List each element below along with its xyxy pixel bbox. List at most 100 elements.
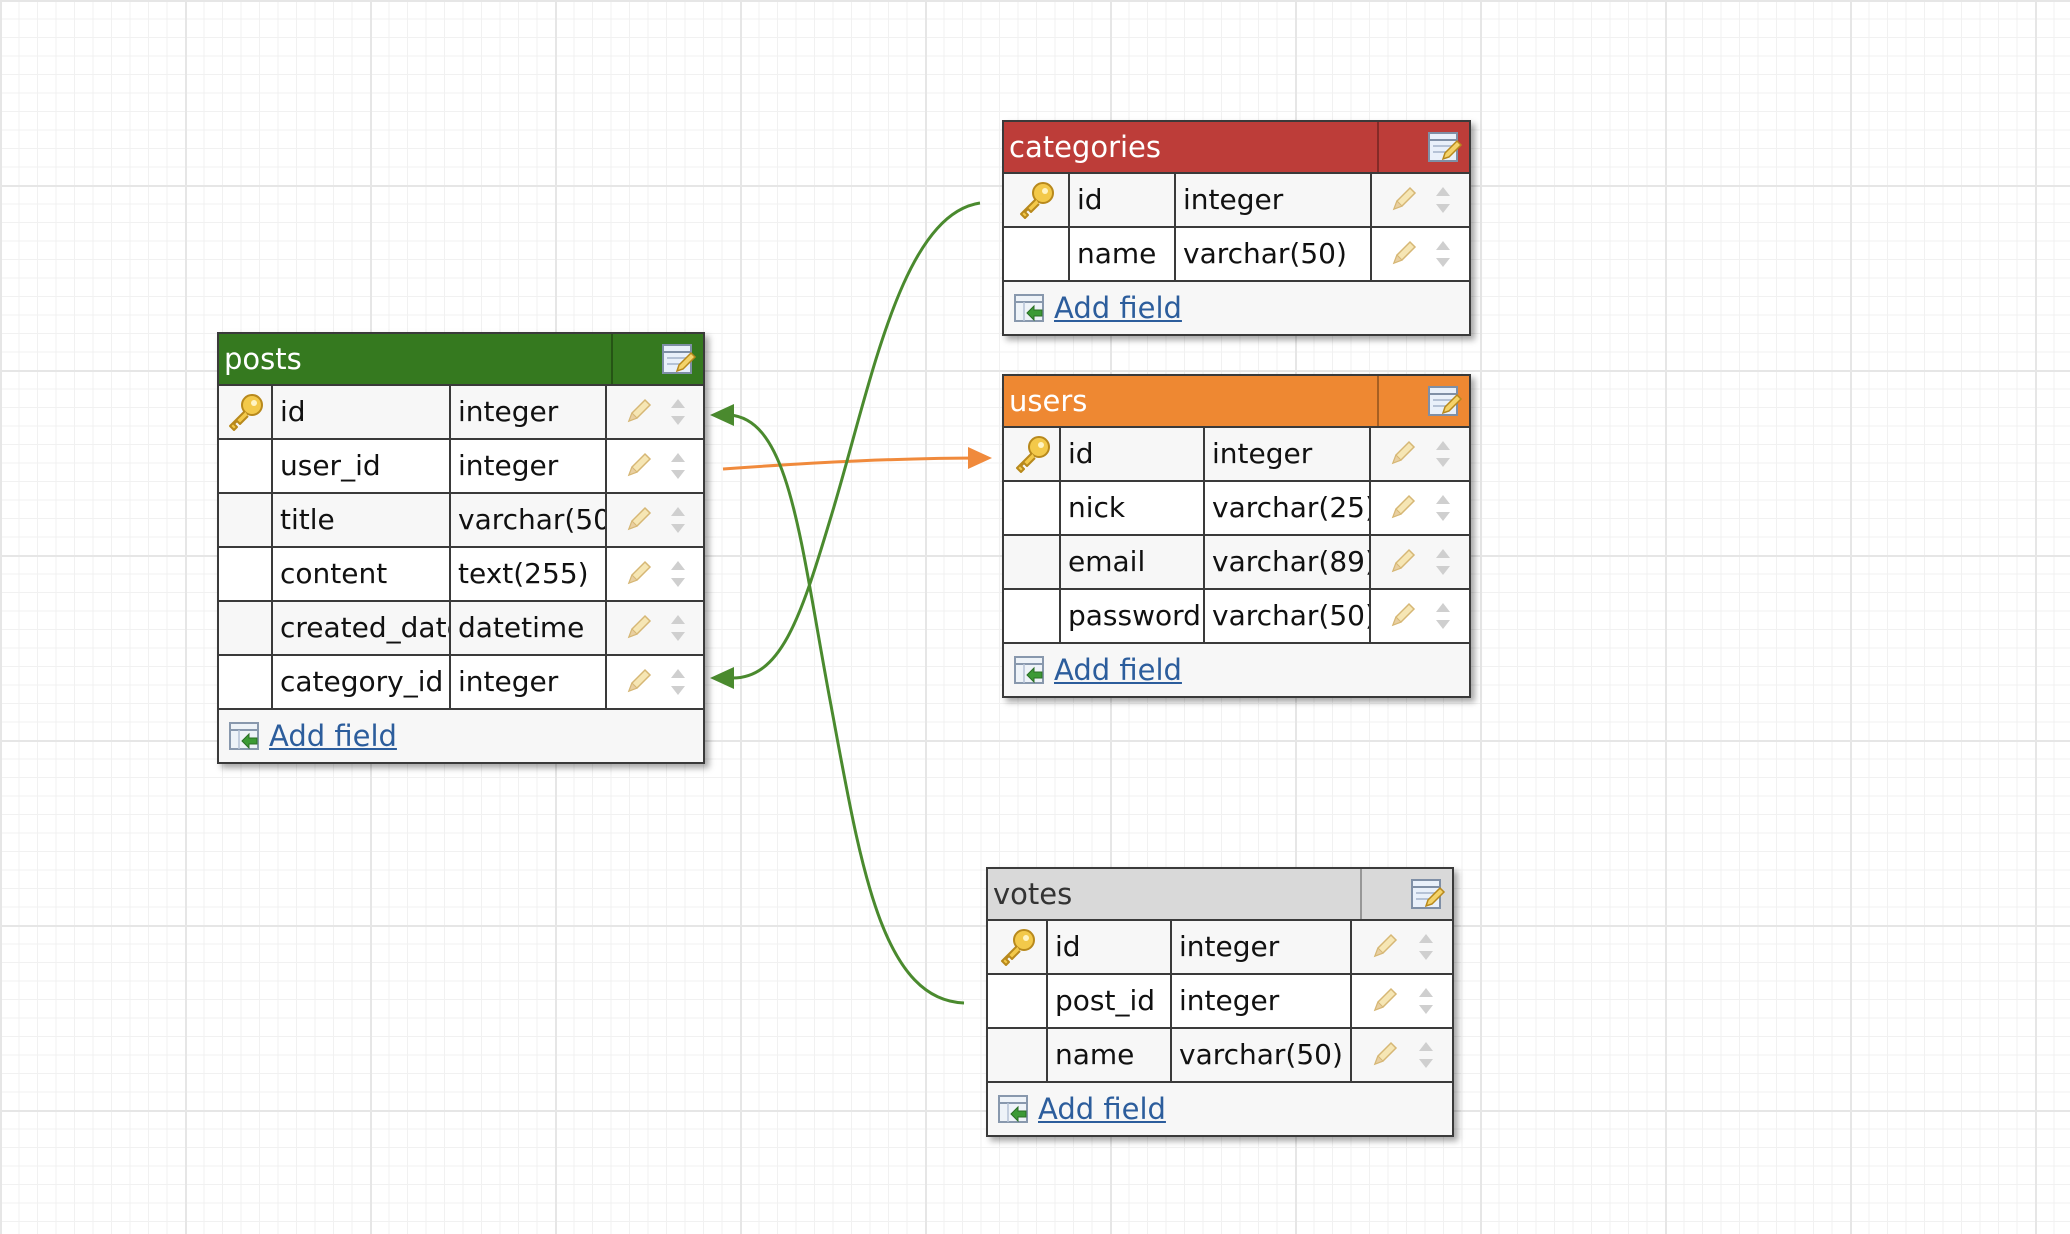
edit-table-icon[interactable] — [1377, 376, 1469, 426]
table-header[interactable]: users — [1004, 376, 1469, 428]
field-name: name — [1048, 1029, 1172, 1081]
field-name: category_id — [273, 656, 451, 708]
pencil-icon[interactable] — [1387, 439, 1417, 469]
pencil-icon[interactable] — [623, 451, 653, 481]
relation-arrowhead-posts-id — [710, 404, 734, 426]
add-field-icon[interactable] — [227, 719, 263, 753]
pencil-icon[interactable] — [623, 505, 653, 535]
relation-arrowhead-posts-category-id — [710, 667, 734, 689]
field-actions — [1371, 590, 1469, 642]
up-down-arrows-icon[interactable] — [1433, 546, 1453, 578]
add-field-icon[interactable] — [1012, 653, 1048, 687]
field-type: integer — [451, 440, 607, 492]
pencil-icon[interactable] — [1387, 547, 1417, 577]
key-cell — [1004, 536, 1061, 588]
add-field-link[interactable]: Add field — [1054, 653, 1182, 687]
up-down-arrows-icon[interactable] — [668, 504, 688, 536]
key-cell — [219, 494, 273, 546]
field-type: integer — [1172, 975, 1352, 1027]
field-name: name — [1070, 228, 1176, 280]
add-field-link[interactable]: Add field — [269, 719, 397, 753]
relation-categories-id-to-posts-category-id[interactable] — [729, 201, 981, 680]
up-down-arrows-icon[interactable] — [1433, 600, 1453, 632]
field-name: password — [1061, 590, 1205, 642]
field-type: integer — [1176, 174, 1372, 226]
table-title: posts — [224, 342, 302, 376]
edit-table-icon[interactable] — [1377, 122, 1469, 172]
add-field-icon[interactable] — [1012, 291, 1048, 325]
up-down-arrows-icon[interactable] — [668, 450, 688, 482]
table-header[interactable]: categories — [1004, 122, 1469, 174]
field-actions — [607, 548, 703, 600]
table-footer: Add field — [1004, 644, 1469, 696]
pencil-icon[interactable] — [623, 667, 653, 697]
field-actions — [607, 386, 703, 438]
key-cell — [988, 975, 1048, 1027]
up-down-arrows-icon[interactable] — [1433, 492, 1453, 524]
pencil-icon[interactable] — [1369, 986, 1399, 1016]
relation-votes-post-id-to-posts-id[interactable] — [729, 413, 965, 1005]
pencil-icon[interactable] — [623, 397, 653, 427]
field-type: datetime — [451, 602, 607, 654]
add-field-link[interactable]: Add field — [1054, 291, 1182, 325]
field-name: id — [1070, 174, 1176, 226]
relation-posts-user-id-to-users-id[interactable] — [722, 456, 989, 471]
pencil-icon[interactable] — [1388, 239, 1418, 269]
up-down-arrows-icon[interactable] — [668, 612, 688, 644]
field-name: email — [1061, 536, 1205, 588]
field-actions — [607, 656, 703, 708]
key-cell — [219, 656, 273, 708]
up-down-arrows-icon[interactable] — [668, 558, 688, 590]
table-header[interactable]: votes — [988, 869, 1452, 921]
up-down-arrows-icon[interactable] — [1416, 985, 1436, 1017]
up-down-arrows-icon[interactable] — [668, 666, 688, 698]
up-down-arrows-icon[interactable] — [1433, 184, 1453, 216]
pencil-icon[interactable] — [1387, 601, 1417, 631]
field-type: varchar(50) — [1176, 228, 1372, 280]
field-actions — [1352, 1029, 1452, 1081]
table-title: categories — [1009, 130, 1162, 164]
pencil-icon[interactable] — [1387, 493, 1417, 523]
edit-table-icon[interactable] — [611, 334, 703, 384]
up-down-arrows-icon[interactable] — [1433, 238, 1453, 270]
field-name: created_date — [273, 602, 451, 654]
pencil-icon[interactable] — [1369, 932, 1399, 962]
pencil-icon[interactable] — [1388, 185, 1418, 215]
pencil-icon[interactable] — [623, 613, 653, 643]
field-actions — [1352, 921, 1452, 973]
pencil-icon[interactable] — [623, 559, 653, 589]
key-cell — [1004, 590, 1061, 642]
table-header[interactable]: posts — [219, 334, 703, 386]
pencil-icon[interactable] — [1369, 1040, 1399, 1070]
field-actions — [1372, 174, 1469, 226]
add-field-icon[interactable] — [996, 1092, 1032, 1126]
up-down-arrows-icon[interactable] — [1433, 438, 1453, 470]
up-down-arrows-icon[interactable] — [668, 396, 688, 428]
edit-table-icon[interactable] — [1360, 869, 1452, 919]
field-actions — [1372, 228, 1469, 280]
up-down-arrows-icon[interactable] — [1416, 931, 1436, 963]
up-down-arrows-icon[interactable] — [1416, 1039, 1436, 1071]
add-field-link[interactable]: Add field — [1038, 1092, 1166, 1126]
relation-arrowhead-users-id — [968, 447, 992, 469]
